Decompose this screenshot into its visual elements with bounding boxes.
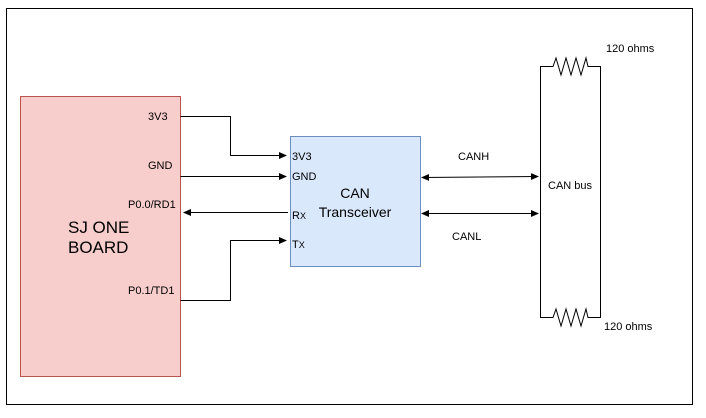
transceiver-pin-rx: RX: [292, 210, 306, 222]
board-pin-rd1: P0.0/RD1: [128, 199, 176, 211]
can-bus: [540, 56, 601, 328]
transceiver-title-line1: CAN: [340, 185, 370, 201]
board-box: [20, 96, 181, 377]
transceiver-title-line2: Transceiver: [319, 204, 392, 220]
board-title-line1: SJ ONE: [68, 218, 129, 237]
transceiver-pin-3v3: 3V3: [292, 151, 312, 163]
resistor-bottom: [540, 307, 601, 328]
resistor-top: [540, 56, 601, 77]
transceiver-box: [290, 136, 421, 267]
transceiver-pin-tx: TX: [292, 239, 305, 251]
wire-tx: [180, 237, 287, 301]
board-connections: [180, 116, 288, 301]
wire-3v3: [180, 116, 287, 159]
canh-label: CANH: [458, 151, 489, 163]
resistor-top-label: 120 ohms: [606, 43, 655, 55]
can-bus-label: CAN bus: [548, 180, 593, 192]
board-title-line2: BOARD: [68, 238, 128, 257]
sj-one-board: SJ ONE BOARD 3V3 GND P0.0/RD1 P0.1/TD1: [20, 96, 181, 377]
transceiver-pin-gnd: GND: [292, 171, 317, 183]
canh-line: [421, 173, 539, 181]
resistor-bottom-label: 120 ohms: [604, 321, 653, 333]
board-pin-3v3: 3V3: [148, 111, 168, 123]
can-lines: [421, 173, 539, 217]
board-pin-td1: P0.1/TD1: [128, 285, 174, 297]
can-transceiver: CAN Transceiver 3V3 GND RX TX: [290, 136, 421, 267]
canl-label: CANL: [452, 231, 481, 243]
board-pin-gnd: GND: [148, 160, 173, 172]
